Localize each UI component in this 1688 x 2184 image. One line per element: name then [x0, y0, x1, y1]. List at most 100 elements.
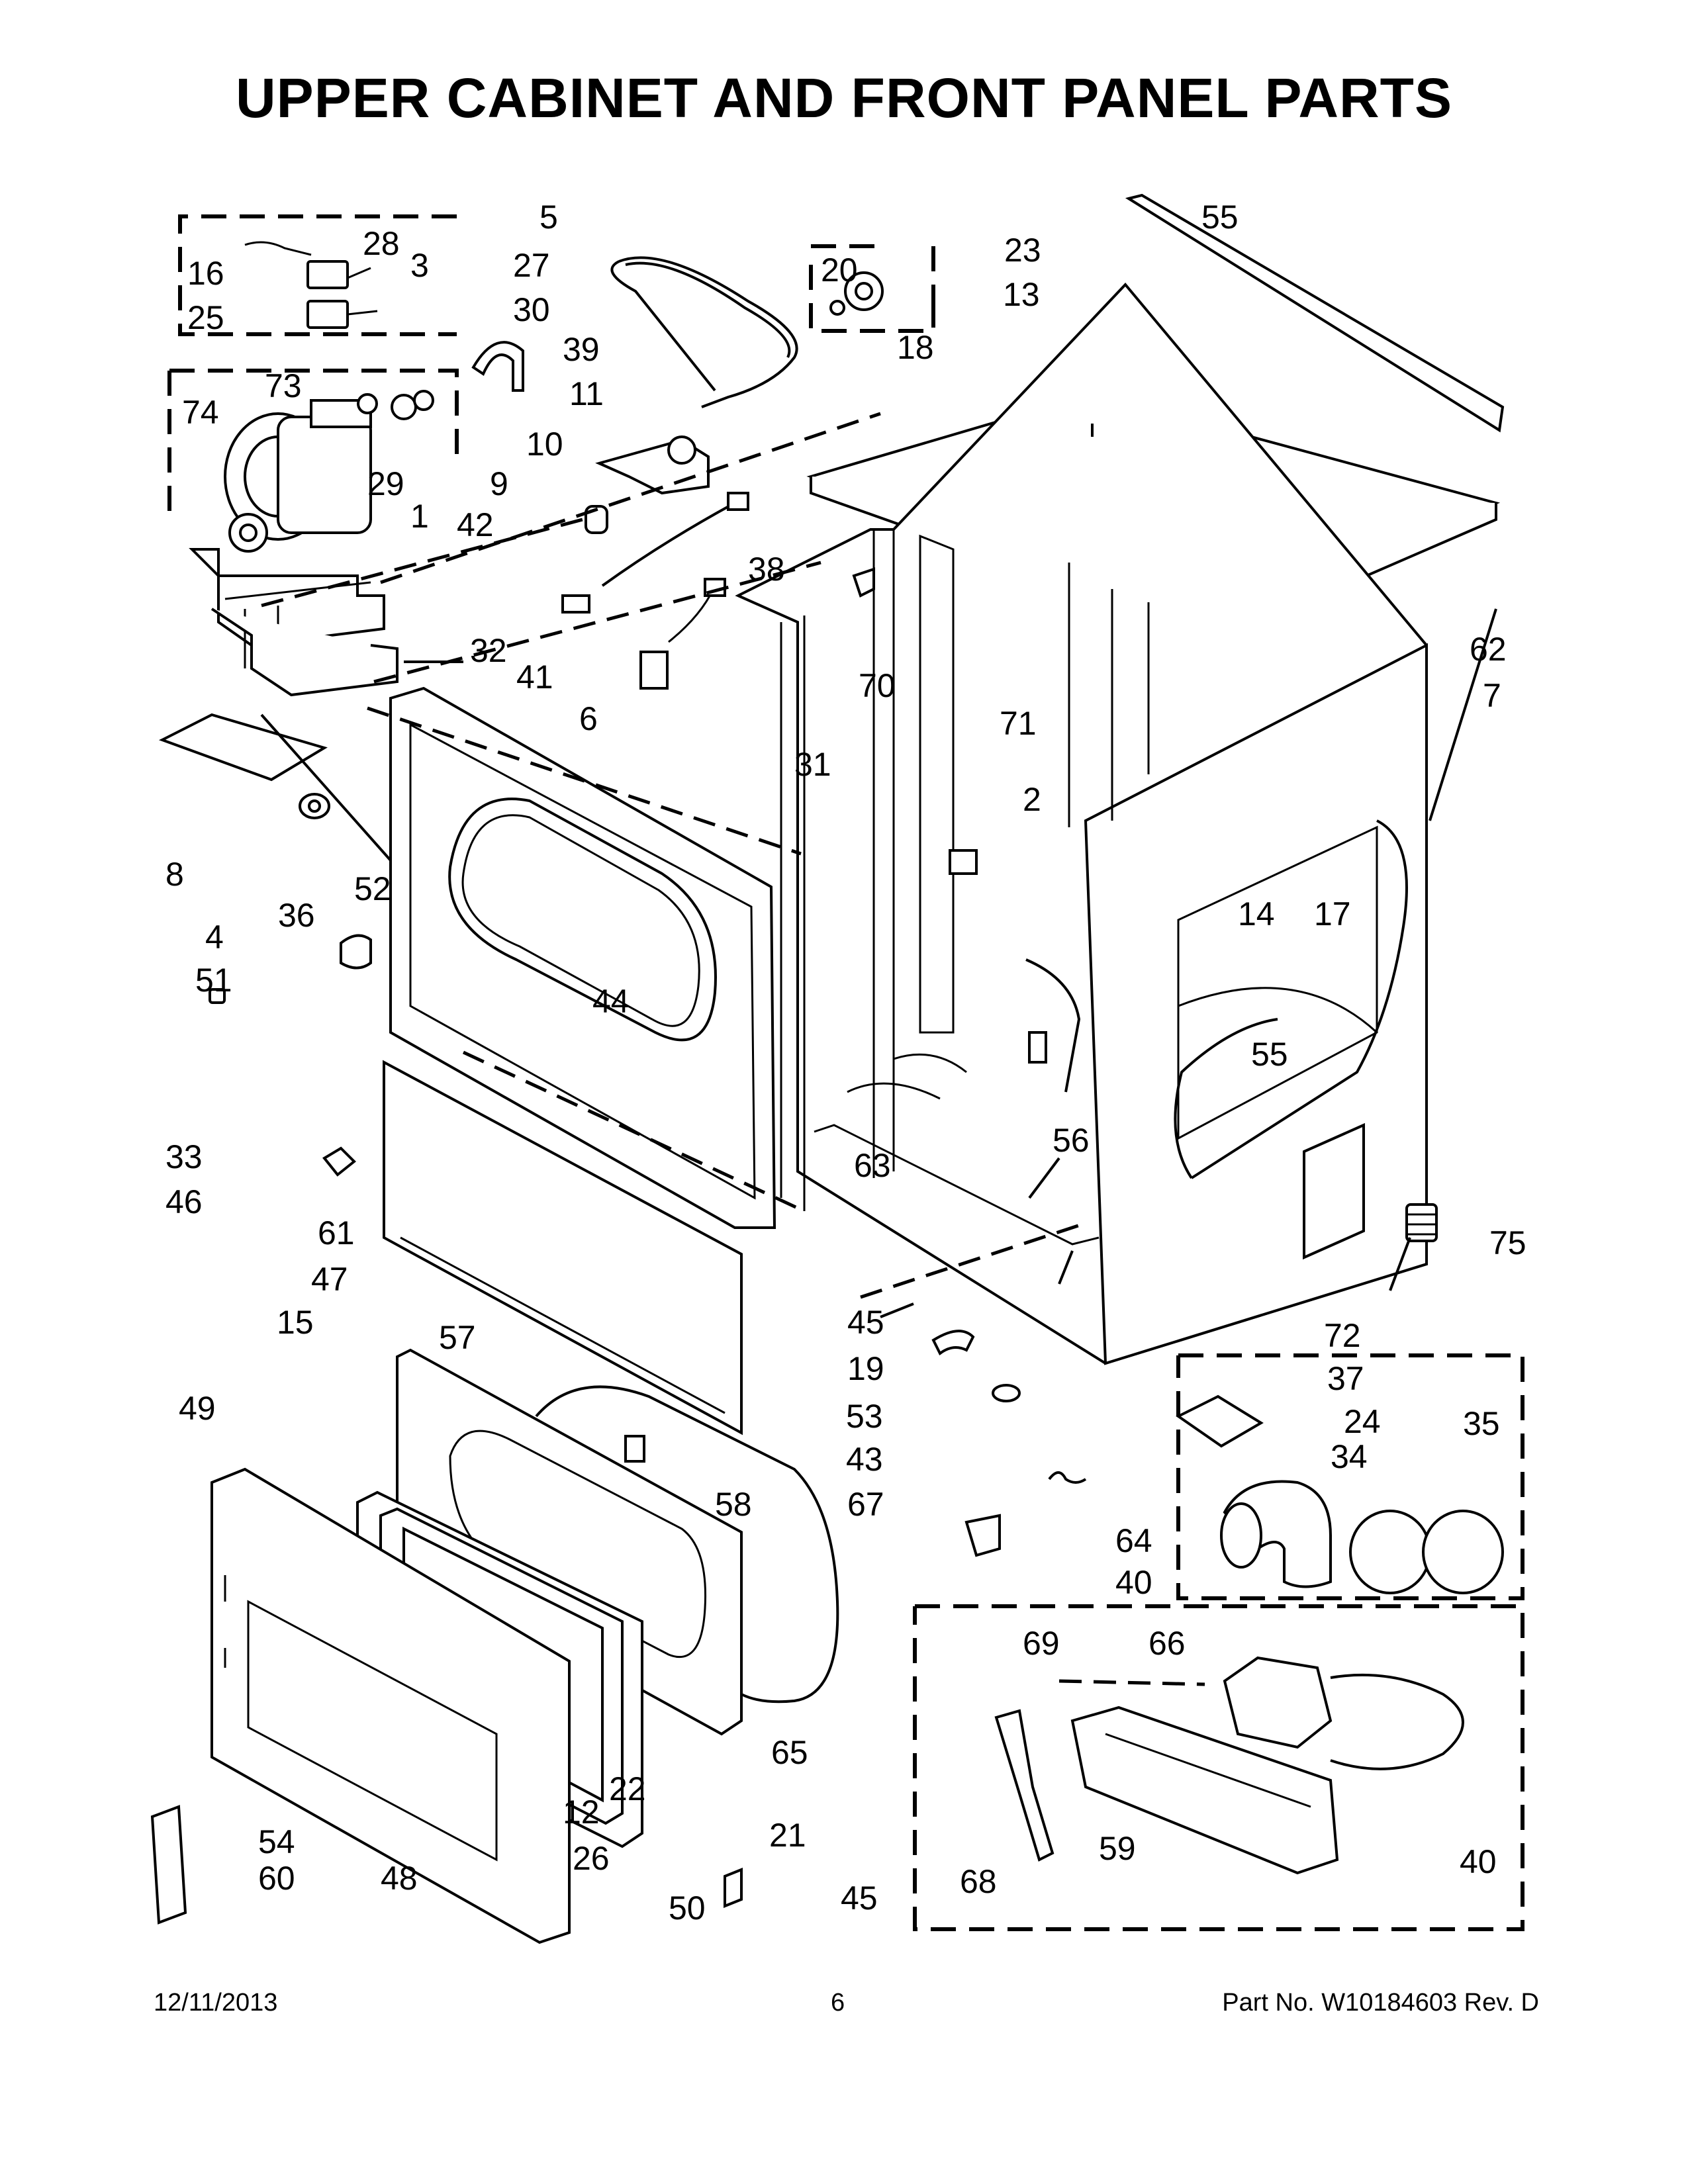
callout-17: 17 — [1314, 895, 1351, 933]
group-box-75 — [1176, 1353, 1524, 1600]
callout-4: 4 — [205, 919, 224, 956]
callout-7: 7 — [1483, 677, 1501, 714]
callout-31: 31 — [794, 746, 831, 783]
callout-74: 74 — [182, 394, 219, 431]
callout-34: 34 — [1331, 1438, 1368, 1475]
callout-5: 5 — [539, 199, 558, 236]
drive-belt — [610, 256, 798, 408]
door-hinge-parts — [209, 793, 372, 1177]
callout-71: 71 — [1000, 705, 1037, 742]
group-box-74 — [167, 369, 459, 523]
callout-21: 21 — [769, 1817, 806, 1854]
callout-59: 59 — [1099, 1830, 1136, 1867]
cabinet — [735, 282, 1428, 1365]
callout-23: 23 — [1004, 232, 1041, 269]
callout-60: 60 — [258, 1860, 295, 1897]
cabinet-bracket — [852, 567, 875, 598]
motor-clip — [471, 341, 524, 392]
callout-73: 73 — [265, 367, 302, 404]
callout-24: 24 — [1344, 1403, 1381, 1440]
callout-42: 42 — [457, 506, 494, 543]
callout-61: 61 — [318, 1214, 355, 1251]
callout-9: 9 — [490, 465, 508, 502]
page-title: UPPER CABINET AND FRONT PANEL PARTS — [236, 67, 1452, 129]
callout-53: 53 — [846, 1398, 883, 1435]
callout-14: 14 — [1238, 895, 1275, 933]
callout-labels: 5 28 16 3 27 25 30 39 73 74 11 10 29 9 1… — [165, 199, 1526, 1927]
insulation-pad — [158, 713, 328, 782]
thermistor — [949, 849, 978, 875]
cabinet-clip — [931, 1330, 975, 1356]
callout-66: 66 — [1149, 1625, 1186, 1662]
callout-30: 30 — [513, 291, 550, 328]
callout-56: 56 — [1053, 1122, 1090, 1159]
callout-45: 45 — [847, 1304, 884, 1341]
callout-32: 32 — [470, 632, 507, 669]
callout-55: 55 — [1201, 199, 1239, 236]
idler-pulley — [829, 271, 884, 316]
callout-58: 58 — [715, 1486, 752, 1523]
callout-69: 69 — [1023, 1625, 1060, 1662]
callout-51: 51 — [195, 962, 232, 999]
callout-29: 29 — [367, 465, 404, 502]
callout-70: 70 — [859, 667, 896, 704]
idler-arm — [595, 435, 710, 495]
callout-65: 65 — [771, 1734, 808, 1771]
callout-68: 68 — [960, 1863, 997, 1900]
callout-39: 39 — [563, 331, 600, 368]
callout-57: 57 — [439, 1319, 476, 1356]
leader-lines — [260, 424, 1497, 1318]
callout-46: 46 — [165, 1183, 203, 1220]
callout-49: 49 — [179, 1390, 216, 1427]
callout-50: 50 — [669, 1889, 706, 1927]
washer — [992, 1384, 1021, 1402]
callout-37: 37 — [1327, 1360, 1364, 1397]
callout-27: 27 — [513, 247, 550, 284]
harness-clip — [964, 1514, 1001, 1557]
callout-20: 20 — [821, 251, 858, 289]
door-switch — [639, 578, 726, 690]
outer-door — [211, 1467, 571, 1944]
group-box-5 — [178, 214, 457, 336]
front-panel — [389, 686, 776, 1229]
callout-36: 36 — [278, 897, 315, 934]
callout-8: 8 — [165, 856, 184, 893]
gas-valve — [1223, 1656, 1464, 1770]
footer-page-number: 6 — [831, 1989, 845, 2017]
callout-48: 48 — [381, 1860, 418, 1897]
callout-1: 1 — [410, 498, 429, 535]
toe-panel — [383, 1060, 743, 1435]
callout-13: 13 — [1003, 276, 1040, 313]
callout-28: 28 — [363, 225, 400, 262]
callout-43: 43 — [846, 1441, 883, 1478]
callout-41: 41 — [516, 659, 553, 696]
callout-26: 26 — [573, 1840, 610, 1877]
callout-10: 10 — [526, 426, 563, 463]
callout-2: 2 — [1023, 781, 1041, 818]
leveling-leg — [1405, 1203, 1438, 1242]
door-catch — [624, 1435, 645, 1463]
callout-47: 47 — [311, 1261, 348, 1298]
wire-harness — [561, 492, 749, 614]
callout-19: 19 — [847, 1350, 884, 1387]
callout-72: 72 — [1324, 1317, 1361, 1354]
footer-part-number: Part No. W10184603 Rev. D — [1222, 1989, 1539, 2017]
callout-75: 75 — [1489, 1224, 1526, 1261]
hinge-plate — [724, 1868, 743, 1908]
callout-64: 64 — [1115, 1522, 1152, 1559]
callout-40: 40 — [1115, 1564, 1152, 1601]
callout-63: 63 — [854, 1147, 891, 1184]
callout-55b: 55 — [1251, 1036, 1288, 1073]
exhaust-caps — [1349, 1510, 1504, 1594]
base-wiring — [847, 958, 1081, 1100]
callout-18: 18 — [897, 329, 934, 366]
group-box-65 — [913, 1604, 1524, 1931]
callout-25: 25 — [187, 299, 224, 336]
callout-35: 35 — [1463, 1405, 1500, 1442]
callout-16: 16 — [187, 255, 224, 292]
access-cover — [1176, 1394, 1264, 1448]
callout-3: 3 — [410, 247, 429, 284]
rear-rail — [1125, 193, 1505, 433]
drive-motor — [224, 390, 434, 553]
callout-12: 12 — [563, 1794, 600, 1831]
